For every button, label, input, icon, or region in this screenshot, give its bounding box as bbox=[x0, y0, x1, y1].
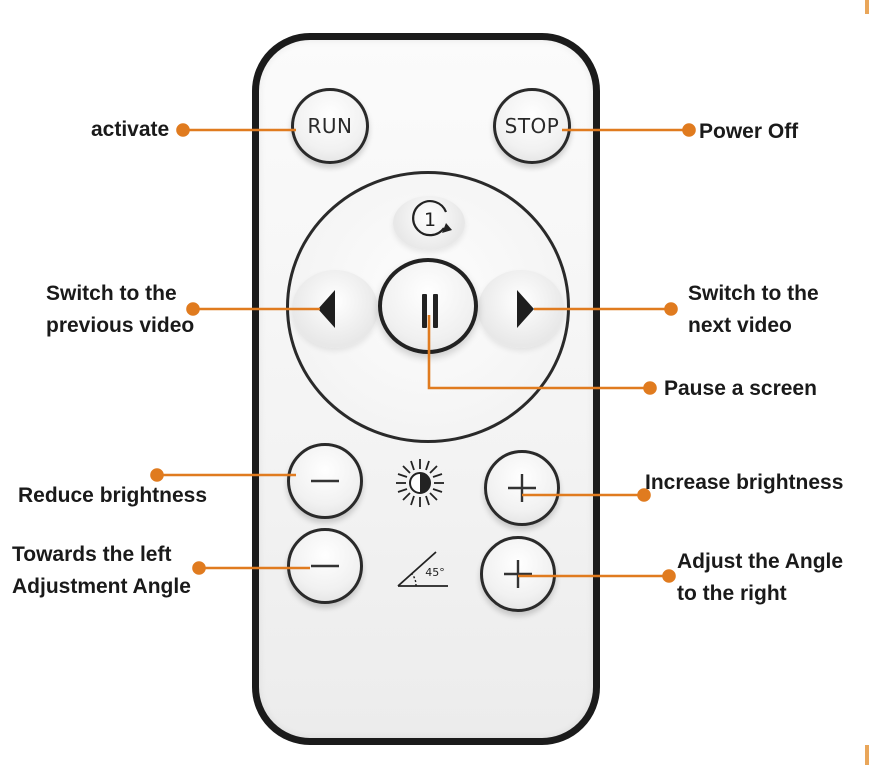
prev-pad bbox=[292, 270, 378, 348]
label-next-video-line2: next video bbox=[688, 314, 792, 337]
brightness-plus-button[interactable] bbox=[484, 450, 560, 526]
repeat-pad bbox=[393, 196, 465, 250]
repeat-count: 1 bbox=[424, 209, 436, 231]
previous-arrow-icon[interactable] bbox=[318, 290, 335, 328]
pause-icon-bar-right bbox=[433, 294, 438, 328]
leader-dot-next-video bbox=[664, 302, 678, 316]
label-angle-left-line2: Adjustment Angle bbox=[12, 575, 191, 598]
angle-value: 45° bbox=[425, 566, 445, 579]
brightness-minus-button[interactable] bbox=[287, 443, 363, 519]
next-arrow-icon[interactable] bbox=[517, 290, 534, 328]
leader-dot-reduce-brightness bbox=[150, 468, 164, 482]
sun-half-icon bbox=[396, 459, 444, 507]
pause-icon-bar-left bbox=[422, 294, 427, 328]
angle-right-button[interactable] bbox=[480, 536, 556, 612]
stop-button[interactable]: STOP bbox=[493, 88, 571, 164]
label-angle-right-line2: to the right bbox=[677, 582, 787, 605]
run-button[interactable]: RUN bbox=[291, 88, 369, 164]
leader-dot-pause bbox=[643, 381, 657, 395]
minus-icon bbox=[311, 479, 339, 483]
stop-button-label: STOP bbox=[504, 114, 560, 138]
label-prev-video: Switch to the previous video bbox=[46, 278, 194, 342]
label-angle-left-line1: Towards the left bbox=[12, 543, 172, 566]
edge-mark-top bbox=[865, 0, 869, 14]
label-angle-right: Adjust the Angle to the right bbox=[677, 546, 843, 610]
angle-45-icon: 45° bbox=[397, 551, 448, 587]
leader-dot-angle-left bbox=[192, 561, 206, 575]
label-angle-left: Towards the left Adjustment Angle bbox=[12, 539, 191, 603]
label-next-video: Switch to the next video bbox=[688, 278, 819, 342]
label-power-off: Power Off bbox=[699, 120, 799, 143]
leader-dot-power-off bbox=[682, 123, 696, 137]
label-pause: Pause a screen bbox=[664, 377, 817, 400]
plus-icon bbox=[504, 560, 532, 588]
label-reduce-brightness: Reduce brightness bbox=[18, 484, 208, 507]
label-increase-brightness: Increase brightness bbox=[645, 471, 844, 494]
pause-button[interactable] bbox=[378, 258, 478, 354]
edge-mark-bottom bbox=[865, 745, 869, 765]
label-prev-video-line1: Switch to the bbox=[46, 282, 177, 305]
repeat-one-icon: 1 bbox=[412, 200, 452, 237]
run-button-label: RUN bbox=[307, 114, 353, 138]
leader-dot-activate bbox=[176, 123, 190, 137]
angle-left-button[interactable] bbox=[287, 528, 363, 604]
label-prev-video-line2: previous video bbox=[46, 314, 195, 337]
label-angle-right-line1: Adjust the Angle bbox=[677, 550, 844, 573]
label-next-video-line1: Switch to the bbox=[688, 282, 819, 305]
leader-dot-angle-right bbox=[662, 569, 676, 583]
minus-icon bbox=[311, 564, 339, 568]
repeat-one-button[interactable]: 1 bbox=[396, 195, 466, 245]
plus-icon bbox=[508, 474, 536, 502]
label-activate: activate bbox=[91, 118, 170, 141]
